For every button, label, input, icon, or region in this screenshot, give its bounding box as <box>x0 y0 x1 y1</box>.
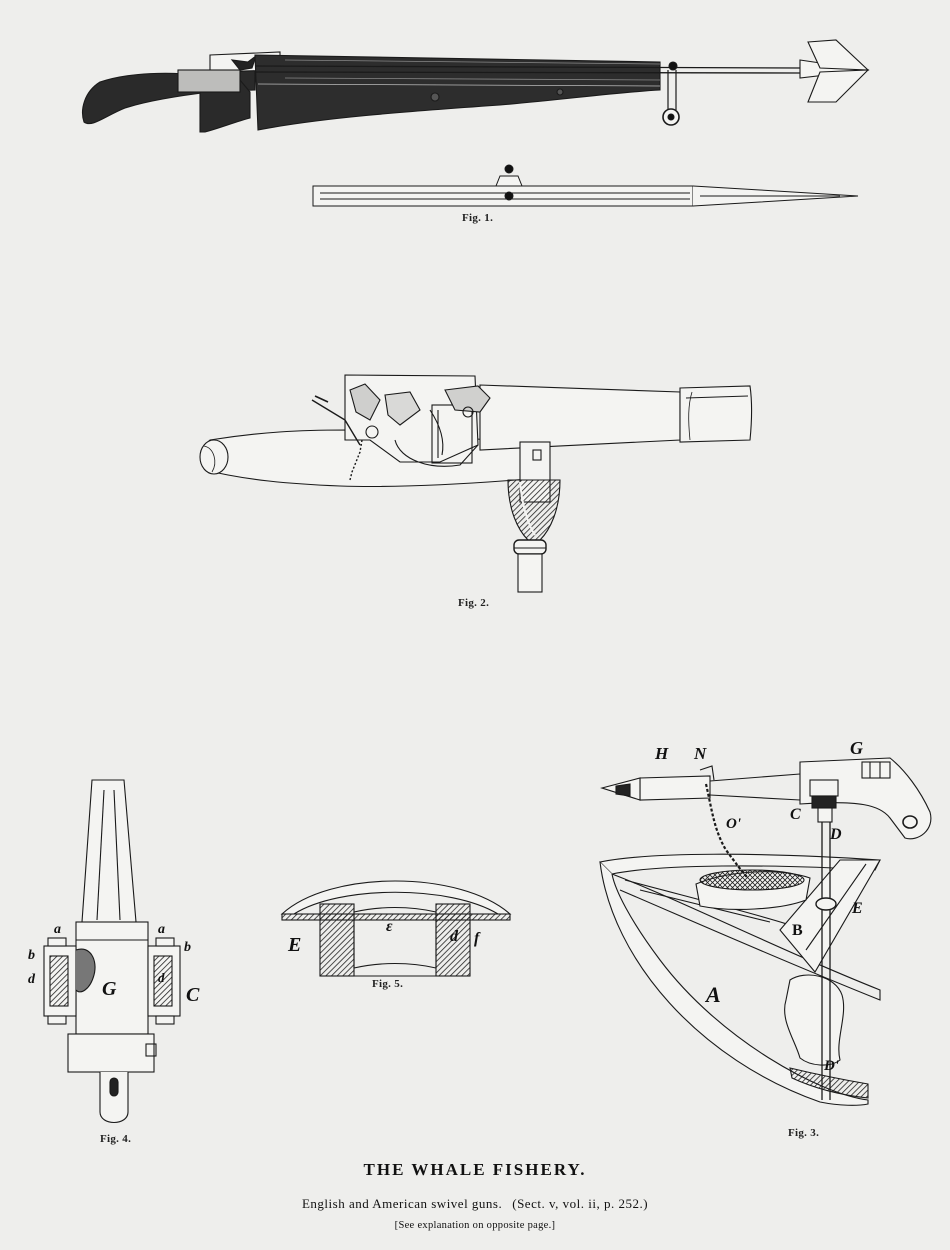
fig1-harpoon-detail <box>312 164 859 207</box>
fig3-boat-gun-drawing <box>598 757 932 1106</box>
fig5-letter-f: f <box>474 930 480 947</box>
fig5-letter-center: ε <box>386 918 393 935</box>
fig3-letter-h: H <box>655 744 669 763</box>
fig4-letter-b-left: b <box>28 948 35 963</box>
fig2-label: Fig. 2. <box>458 597 490 609</box>
fig1-gun-drawing <box>82 39 870 133</box>
fig5-letter-e: E <box>288 934 302 956</box>
fig4-letter-b-right: b <box>184 940 191 955</box>
plate-title: THE WHALE FISHERY. <box>363 1160 587 1179</box>
fig3-letter-c: C <box>790 806 801 823</box>
fig2-gun-drawing <box>199 374 753 593</box>
plate-subtitle-line: English and American swivel guns. (Sect. … <box>0 1196 950 1212</box>
fig4-letter-c: C <box>186 984 200 1006</box>
fig3-letter-o1: O' <box>726 816 741 832</box>
fig3-label: Fig. 3. <box>788 1127 820 1139</box>
fig3-letter-n: N <box>694 744 707 763</box>
fig4-letter-a-left: a <box>54 922 61 937</box>
plate-reference: (Sect. v, vol. ii, p. 252.) <box>512 1196 649 1211</box>
fig4-letter-g: G <box>102 978 117 1000</box>
fig5-letter-d: d <box>450 928 458 945</box>
fig4-letter-a-right: a <box>158 922 165 937</box>
fig3-letter-g: G <box>850 738 863 758</box>
fig5-socket-drawing <box>280 880 512 977</box>
fig3-letter-b: B <box>792 922 803 939</box>
fig5-label: Fig. 5. <box>372 978 404 990</box>
fig3-letter-e: E <box>852 900 863 917</box>
fig4-letter-d-right: d <box>158 970 165 985</box>
fig4-letter-d-left: d <box>28 972 35 987</box>
fig4-label: Fig. 4. <box>100 1133 132 1145</box>
fig1-label: Fig. 1. <box>462 212 494 224</box>
plate-subtitle: English and American swivel guns. <box>301 1196 503 1211</box>
fig3-letter-d: D <box>830 826 842 843</box>
fig4-breech-drawing <box>43 779 181 1124</box>
fig3-letter-d1: D' <box>824 1058 839 1074</box>
plate-note: [See explanation on opposite page.] <box>394 1220 556 1231</box>
fig3-letter-a: A <box>706 982 721 1007</box>
